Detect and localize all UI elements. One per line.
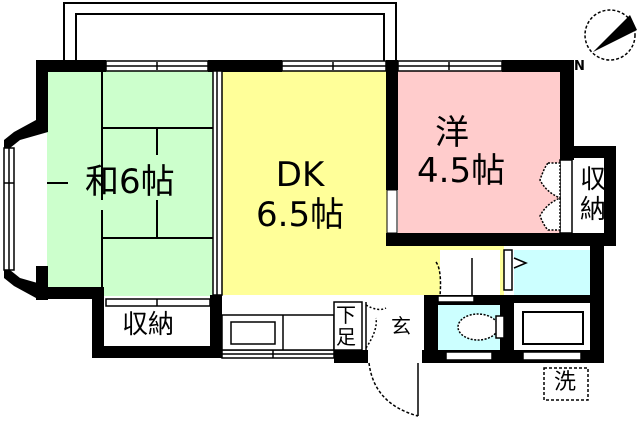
storage-left-label: 収納	[122, 310, 175, 340]
windows	[3, 60, 582, 361]
north-arrow-icon	[584, 9, 637, 61]
room-storage-left	[106, 306, 210, 346]
dk-label-line2: 6.5帖	[256, 195, 345, 235]
kitchen-counter	[221, 314, 335, 351]
storage-right-label: 収 納	[580, 165, 607, 226]
youshitsu-label-line2: 4.5帖	[417, 151, 506, 191]
washer-label: 洗	[554, 370, 577, 395]
compass-north-label: N	[574, 59, 585, 74]
balcony	[63, 2, 397, 68]
shoe-box-label: 下 足	[336, 304, 356, 348]
shoe-box-label-line1: 下	[336, 303, 356, 327]
youshitsu-label-line1: 洋	[435, 113, 469, 153]
storage-right-label-line2: 納	[580, 194, 607, 225]
youshitsu-label: 洋 4.5帖	[417, 116, 505, 188]
entrance-label: 玄	[391, 314, 411, 338]
room-youshitsu	[398, 71, 560, 234]
room-washroom	[514, 250, 590, 300]
dk-label: DK 6.5帖	[256, 158, 344, 232]
entrance	[333, 258, 475, 417]
shoe-box-label-line2: 足	[336, 325, 356, 349]
room-washitsu	[47, 71, 213, 296]
washitsu-label: 和6帖	[85, 162, 175, 202]
storage-right-label-line1: 収	[580, 165, 607, 195]
tatami-lines	[47, 71, 213, 292]
youshitsu-door	[386, 189, 398, 234]
dk-label-line1: DK	[275, 155, 325, 195]
closet-doors	[539, 159, 573, 234]
washer-space	[543, 367, 589, 401]
washroom-sink	[503, 249, 528, 291]
room-hall-closet	[440, 250, 500, 300]
toilet-icon	[457, 313, 505, 341]
bathtub-icon	[522, 311, 584, 345]
